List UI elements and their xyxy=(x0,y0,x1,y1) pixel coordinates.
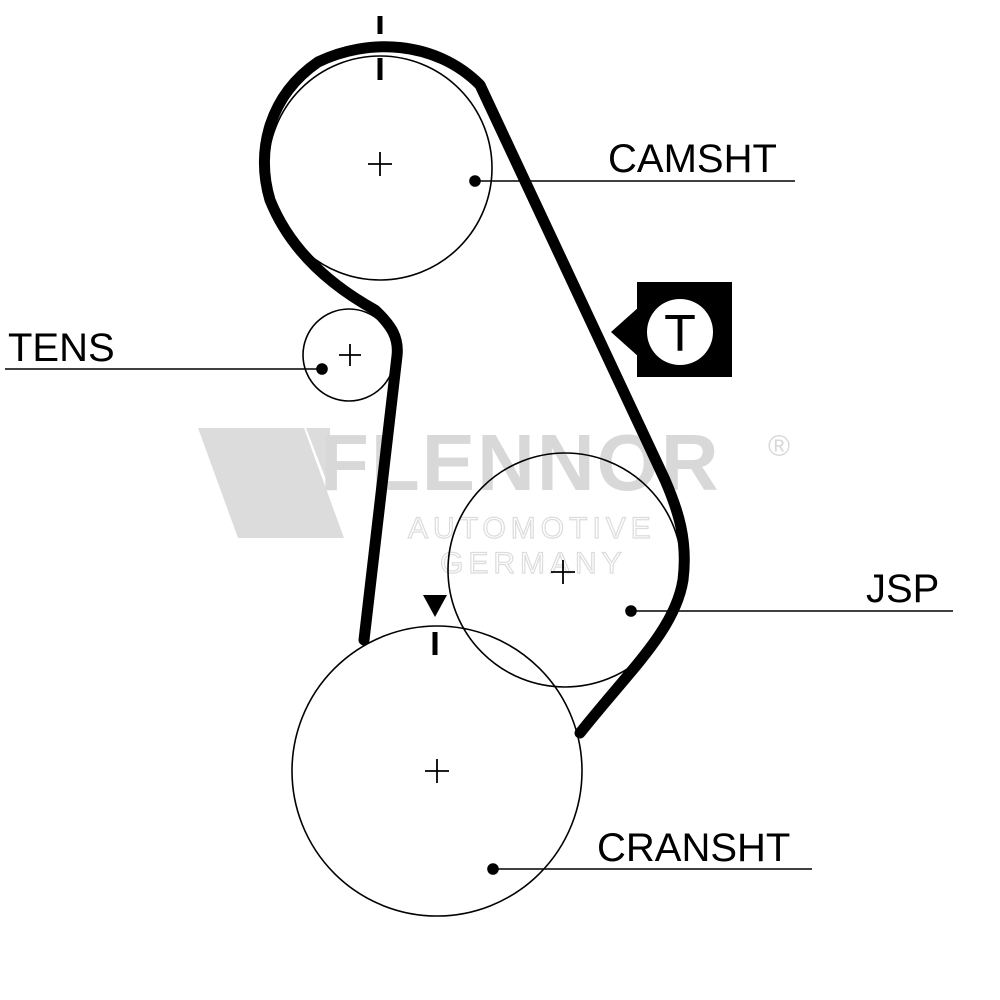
crankshaft-pulley xyxy=(291,625,583,917)
tensioner-badge-letter: T xyxy=(664,305,696,363)
jackshaft-center-icon xyxy=(551,560,575,584)
camshaft-center-icon xyxy=(368,152,392,176)
camshaft-leader xyxy=(469,175,795,187)
label-jackshaft: JSP xyxy=(866,567,939,611)
label-camshaft: CAMSHT xyxy=(608,137,777,181)
label-tensioner: TENS xyxy=(8,326,115,370)
watermark-registered: ® xyxy=(768,430,790,463)
crankshaft-timing-mark-icon xyxy=(423,595,447,655)
timing-belt xyxy=(258,41,690,739)
tensioner-leader xyxy=(5,363,328,375)
tensioner-badge-icon: T xyxy=(611,282,732,377)
label-crankshaft: CRANSHT xyxy=(597,826,790,870)
crankshaft-center-icon xyxy=(425,759,449,783)
watermark-logo-icon xyxy=(198,428,344,538)
watermark-line1: AUTOMOTIVE xyxy=(408,512,656,545)
tensioner-center-icon xyxy=(339,344,361,366)
watermark-line2: GERMANY xyxy=(440,547,627,580)
watermark: FLENNOR ® AUTOMOTIVE GERMANY xyxy=(198,418,790,581)
jackshaft-leader xyxy=(625,605,953,617)
crankshaft-leader xyxy=(487,863,812,875)
